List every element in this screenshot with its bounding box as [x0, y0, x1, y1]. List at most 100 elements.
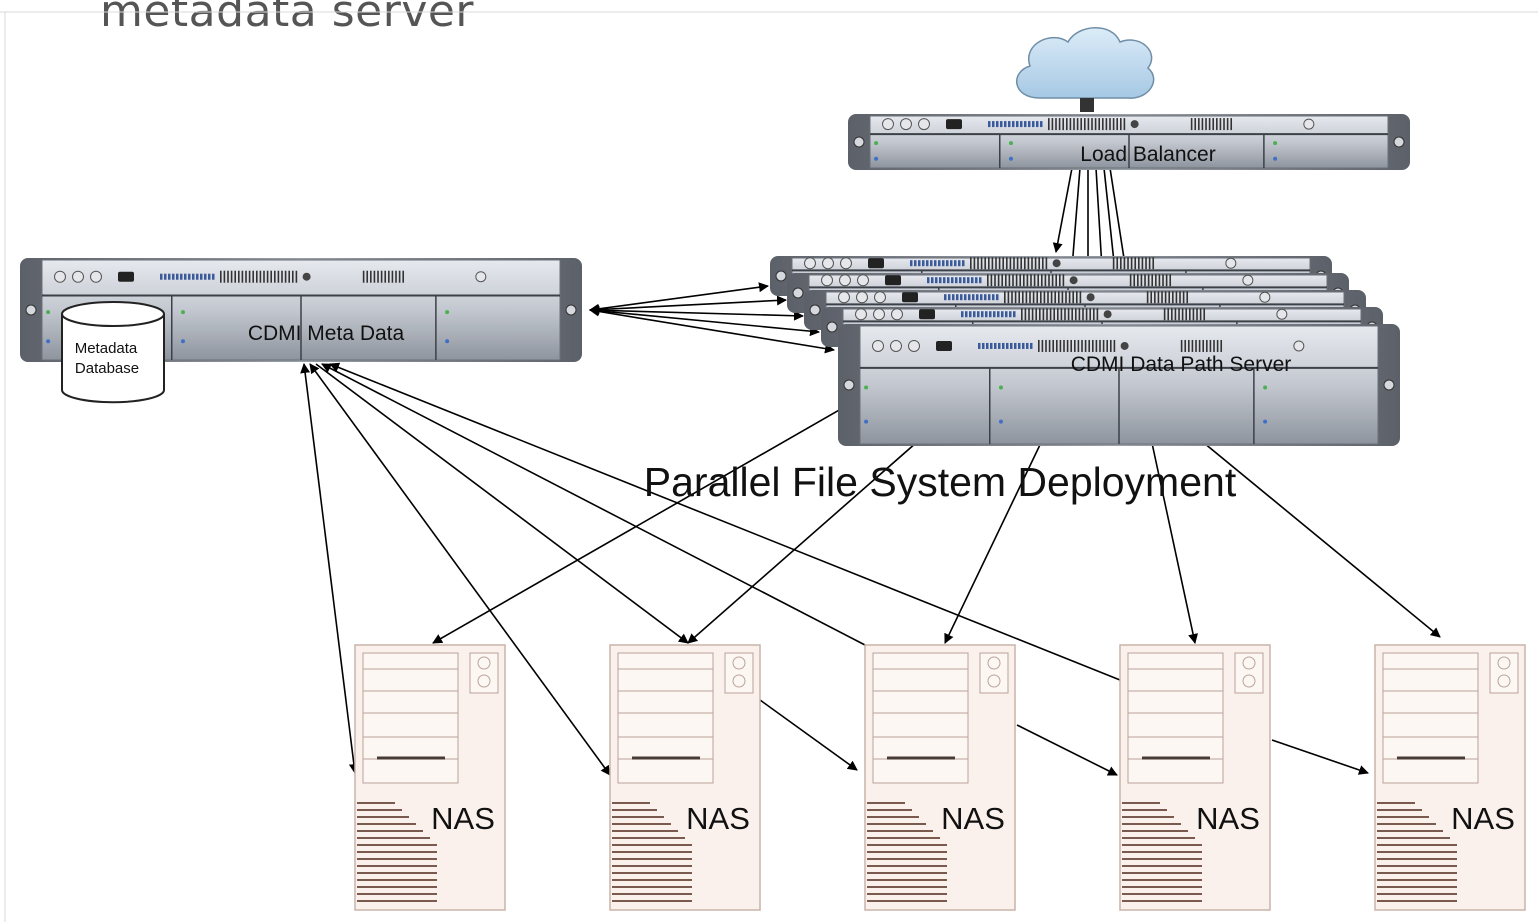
rack-vent: [1082, 308, 1084, 321]
nas-drive-bay: [362, 652, 459, 784]
rack-vent: [1161, 291, 1163, 304]
slide-title: metadata server: [100, 0, 475, 37]
rack-vent: [1019, 274, 1021, 287]
rack-vent: [1116, 118, 1118, 131]
rack-vent: [1048, 339, 1051, 352]
rack-screw: [775, 270, 787, 282]
rack-vent: [1081, 339, 1083, 352]
rack-logo: [1052, 259, 1061, 268]
rack-button: [891, 308, 903, 321]
rack-vent: [1185, 308, 1188, 321]
rack-power-button: [1225, 257, 1237, 269]
rack-screw: [826, 321, 838, 333]
rack-vent: [1120, 118, 1122, 131]
rack-button: [882, 118, 894, 131]
rack-vent: [1202, 339, 1205, 352]
rack-vent: [1068, 291, 1071, 304]
rack-port: [998, 342, 1001, 349]
nas-drive-bay: [872, 652, 969, 784]
rack-port: [965, 311, 968, 318]
rack-port: [931, 277, 934, 284]
rack-led: [445, 310, 450, 315]
rack-port: [1014, 342, 1017, 349]
rack-drive-slot: [118, 271, 134, 282]
rack-vent: [1042, 308, 1045, 321]
rack-vent: [1084, 118, 1086, 131]
rack-vent: [1191, 339, 1194, 352]
nas-button: [732, 674, 746, 688]
rack-button: [857, 274, 869, 287]
rack-vent: [1024, 308, 1027, 321]
rack-vent: [281, 270, 283, 283]
rack-vent: [1061, 291, 1064, 304]
data-path-server-unit: [838, 324, 1400, 446]
rack-port: [989, 311, 992, 318]
rack-led: [1008, 156, 1013, 161]
rack-port: [996, 121, 999, 128]
rack-led: [1273, 141, 1278, 146]
rack-vent: [1094, 118, 1097, 131]
rack-led: [1263, 419, 1268, 424]
cdmi-data-path-server-stack: [770, 256, 1400, 446]
rack-vent: [1188, 339, 1190, 352]
connection-arrows: [300, 167, 1441, 776]
rack-port: [1009, 311, 1012, 318]
rack-port: [938, 260, 941, 267]
database-label-line2: Database: [75, 360, 139, 377]
rack-power-button: [1259, 291, 1271, 303]
rack-vent: [1048, 118, 1050, 131]
rack-port: [979, 277, 982, 284]
rack-port: [1018, 342, 1021, 349]
rack-drive-slot: [946, 119, 962, 130]
rack-vent: [1076, 291, 1078, 304]
nas-button-panel: [469, 652, 499, 694]
rack-vent: [234, 270, 236, 283]
rack-led: [1263, 385, 1268, 390]
rack-port: [208, 273, 211, 280]
rack-vent: [995, 257, 997, 270]
rack-vent: [1080, 118, 1082, 131]
rack-port: [168, 273, 171, 280]
rack-led: [1273, 156, 1278, 161]
rack-vent: [1031, 257, 1033, 270]
rack-led: [864, 419, 869, 424]
rack-vent: [1015, 274, 1018, 287]
nas-button: [987, 656, 1001, 670]
rack-vent: [1102, 339, 1105, 352]
rack-vent: [1048, 274, 1050, 287]
rack-vent: [1046, 308, 1048, 321]
rack-vent: [1052, 339, 1054, 352]
rack-vent: [1038, 339, 1040, 352]
rack-vent: [1194, 118, 1197, 131]
rack-vent: [1105, 118, 1108, 131]
rack-vent: [1005, 274, 1007, 287]
rack-vent: [1216, 339, 1219, 352]
rack-port: [963, 277, 966, 284]
rack-vent: [987, 274, 989, 287]
rack-vent: [1144, 274, 1146, 287]
rack-vent: [1074, 339, 1076, 352]
rack-port: [950, 260, 953, 267]
rack-button: [839, 274, 851, 287]
rack-vent: [377, 270, 379, 283]
rack-vent: [1002, 257, 1004, 270]
rack-button: [822, 257, 834, 270]
connection-arrow: [321, 363, 866, 646]
rack-vent: [1223, 118, 1225, 131]
nas-button: [477, 656, 491, 670]
rack-vent: [980, 257, 983, 270]
rack-vent: [388, 270, 390, 283]
rack-vent: [292, 270, 294, 283]
rack-button: [804, 257, 816, 270]
cloud-icon: [1015, 27, 1155, 112]
rack-vent: [1181, 308, 1184, 321]
rack-port: [982, 342, 985, 349]
rack-vent: [380, 270, 383, 283]
rack-vent: [1059, 274, 1061, 287]
connection-arrow: [589, 295, 787, 315]
rack-logo: [1086, 293, 1095, 302]
rack-vent: [1071, 308, 1073, 321]
rack-port: [960, 294, 963, 301]
connection-arrow: [300, 363, 359, 774]
rack-port: [1036, 121, 1039, 128]
